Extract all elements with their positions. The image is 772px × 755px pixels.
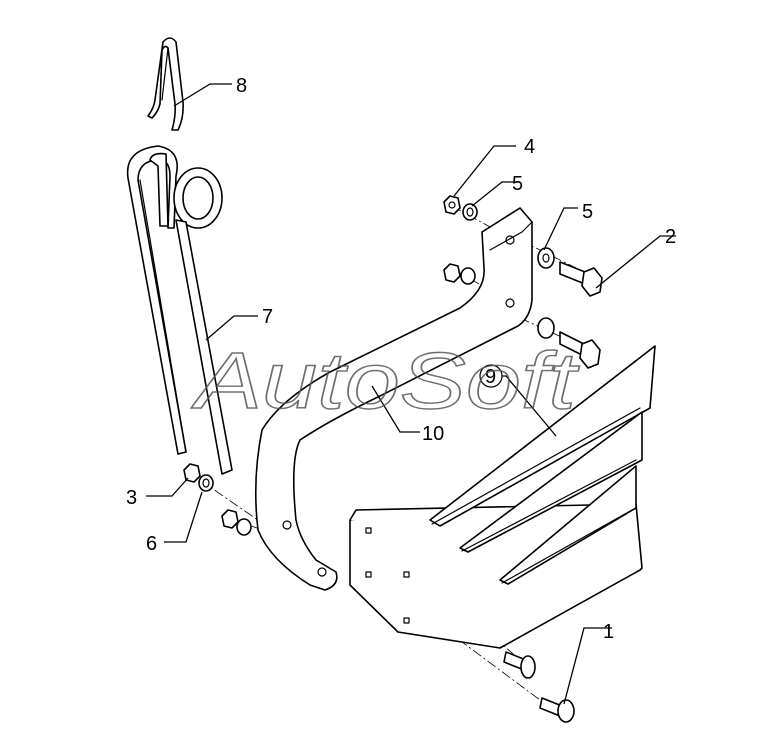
callout-1: 1 [603, 621, 614, 643]
callout-6: 6 [146, 533, 157, 555]
leader-7 [205, 315, 258, 341]
leader-1 [563, 627, 612, 705]
leader-3 [146, 477, 189, 497]
callout-9-ring [479, 364, 503, 388]
leader-9 [502, 375, 557, 437]
upper-nut-b [443, 263, 461, 283]
upper-washer-d [537, 317, 555, 339]
leader-5a [471, 181, 520, 207]
callout-4: 4 [524, 136, 535, 158]
leader-6 [164, 491, 203, 543]
tine-bracket [254, 207, 533, 591]
callout-labels: 1 2 3 4 5 5 6 7 8 9 10 [126, 75, 676, 643]
upper-fastener-set [443, 195, 555, 339]
leader-lines [146, 83, 676, 705]
leader-5b [543, 207, 578, 251]
callout-10: 10 [422, 423, 444, 445]
lower-washer [198, 474, 214, 492]
leader-2 [595, 235, 676, 289]
upper-nut-a [443, 195, 461, 215]
upper-washer-a [462, 203, 478, 221]
upper-washer-c [537, 247, 555, 269]
callout-2: 2 [665, 226, 676, 248]
callout-3: 3 [126, 487, 137, 509]
callout-9: 9 [485, 366, 496, 388]
callout-7: 7 [262, 306, 273, 328]
callout-8: 8 [236, 75, 247, 97]
leader-8 [173, 83, 232, 107]
carriage-bolt-set [503, 651, 575, 723]
leader-4 [453, 145, 516, 197]
retaining-clip [147, 37, 184, 131]
deflector-plate [349, 345, 656, 649]
upper-washer-b [460, 267, 476, 285]
spring-tine [126, 145, 233, 475]
callout-5a: 5 [512, 173, 523, 195]
hex-bolt-set [559, 261, 603, 369]
watermark: AutoSoft [191, 336, 579, 425]
lower-fastener-set [183, 463, 252, 536]
callout-5b: 5 [582, 201, 593, 223]
leader-10 [371, 385, 420, 433]
